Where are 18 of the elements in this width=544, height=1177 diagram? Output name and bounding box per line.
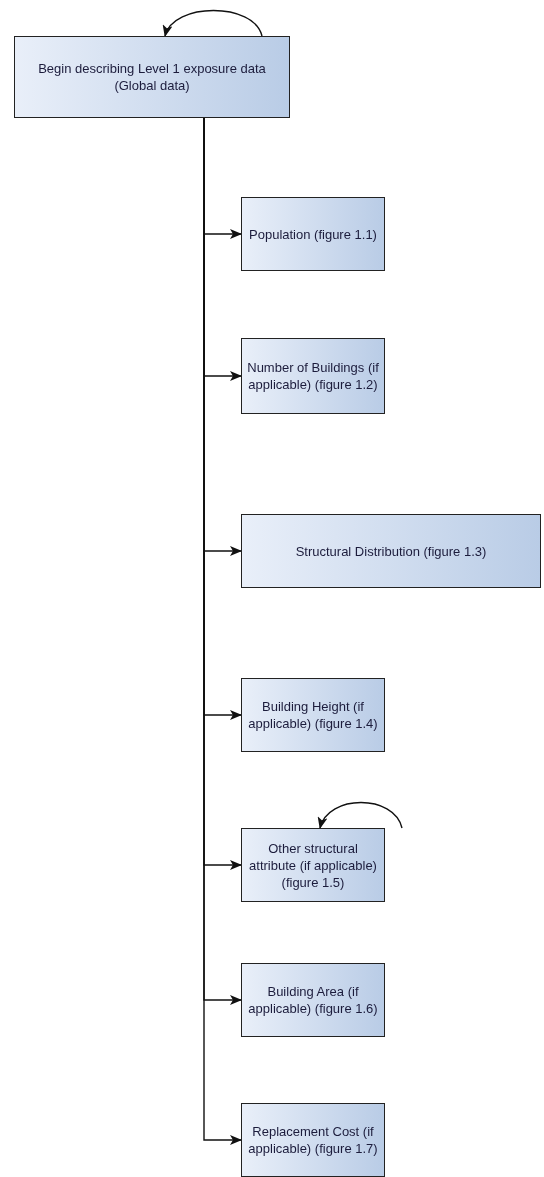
box-label: Other structural attribute (if applicable) (figure 1.5) [248, 839, 378, 891]
process-box [241, 678, 385, 752]
process-box [14, 36, 290, 118]
process-box [241, 514, 541, 588]
box-label: Population (figure 1.1) [249, 225, 377, 243]
process-box [241, 963, 385, 1037]
box-label: Building Height (if applicable) (figure 1.4) [247, 698, 379, 732]
box-label: Number of Buildings (if applicable) (figure 1.2) [246, 359, 380, 393]
process-box [241, 1103, 385, 1177]
box-label: Building Area (if applicable) (figure 1.6) [247, 983, 379, 1017]
loop-arrow [164, 9, 263, 37]
process-box [241, 197, 385, 271]
process-box [241, 828, 385, 902]
loop-arrow [319, 801, 403, 829]
process-box [241, 338, 385, 414]
box-label: Replacement Cost (if applicable) (figure 1.7) [247, 1123, 379, 1157]
box-label: Structural Distribution (figure 1.3) [295, 542, 487, 560]
box-label: Begin describing Level 1 exposure data (Global data) [37, 60, 267, 94]
